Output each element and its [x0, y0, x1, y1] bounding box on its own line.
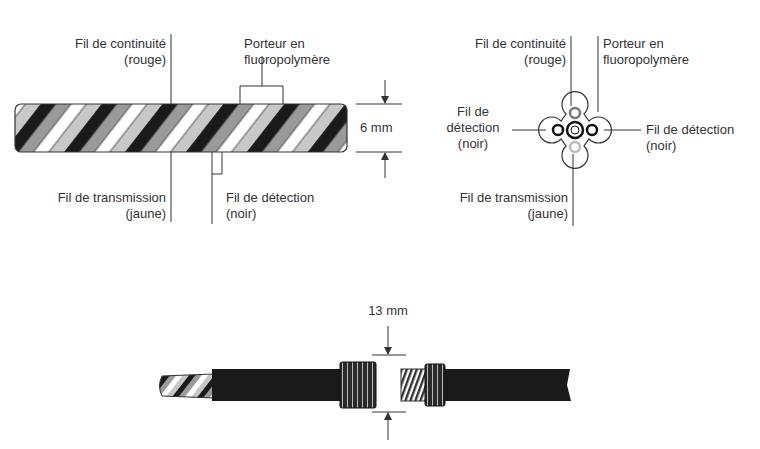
dimension-line	[372, 412, 406, 413]
cross-section	[539, 92, 612, 169]
part-label: Fil de détection (noir)	[646, 122, 754, 154]
dimension-line	[388, 326, 389, 354]
part-label: Fil de transmission (jaune)	[418, 190, 568, 222]
dimension-line	[372, 355, 406, 356]
leader-line	[512, 130, 546, 131]
dimension-line	[388, 413, 389, 440]
connector-assembly	[443, 369, 571, 401]
connector-assembly	[212, 369, 342, 401]
dimension-line	[385, 153, 386, 178]
dimension-line	[356, 152, 402, 153]
leader-line	[171, 152, 172, 222]
part-label: Fil de détection (noir)	[438, 104, 508, 152]
leader-line	[212, 152, 222, 224]
cross-section	[587, 125, 597, 135]
connector-assembly	[425, 364, 445, 406]
twisted-cable	[15, 104, 347, 152]
part-label: Porteur en fluoropolymère	[603, 36, 721, 68]
cross-section	[553, 125, 563, 135]
dimension-line	[385, 80, 386, 103]
leader-line	[571, 36, 572, 106]
connector-assembly	[160, 374, 215, 398]
cross-section	[539, 92, 612, 169]
connector-assembly	[160, 362, 572, 408]
twisted-cable	[15, 104, 347, 152]
leader-line	[598, 36, 599, 112]
part-label: Fil de continuité (rouge)	[446, 36, 566, 68]
twisted-cable	[15, 104, 347, 152]
part-label: Fil de transmission (jaune)	[18, 190, 166, 222]
connector-assembly	[401, 369, 427, 401]
part-label: Fil de continuité (rouge)	[48, 36, 166, 68]
dimension-label: 13 mm	[350, 303, 426, 319]
leader-line	[604, 130, 641, 131]
part-label: Porteur en fluoropolymère	[244, 36, 360, 68]
part-label: Fil de détection (noir)	[226, 190, 344, 222]
dimension-line	[372, 326, 406, 440]
cross-section	[571, 126, 579, 134]
leader-line	[573, 154, 574, 226]
cross-section	[567, 122, 583, 138]
dimension-line	[356, 104, 402, 105]
leader-line	[171, 34, 172, 104]
cross-section	[570, 142, 580, 152]
connector-assembly	[340, 362, 376, 408]
cross-section	[570, 108, 580, 118]
dimension-label: 6 mm	[360, 120, 404, 136]
